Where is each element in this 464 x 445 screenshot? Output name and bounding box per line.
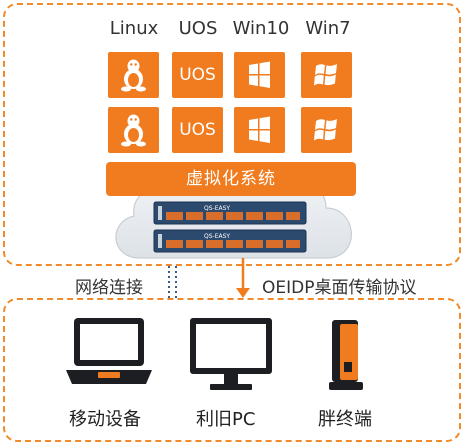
linux-tile: [108, 107, 159, 153]
os-label-uos: UOS: [178, 18, 218, 39]
win7-tile: [301, 52, 352, 98]
tux-icon: [121, 114, 146, 147]
windows10-icon: [249, 61, 270, 88]
device-label-legacy-pc: 利旧PC: [196, 409, 256, 430]
windows7-icon: [314, 119, 337, 141]
uos-tile: UOS: [172, 52, 223, 98]
thick-client-icon: [329, 320, 363, 390]
win10-tile: [234, 52, 285, 98]
server-brand-text: QS-EASY: [204, 233, 230, 240]
tux-icon: [121, 59, 146, 92]
windows7-icon: [314, 64, 337, 86]
win7-tile: [301, 107, 352, 153]
os-label-linux: Linux: [109, 18, 159, 39]
server-unit: [153, 201, 307, 225]
os-label-win7: Win7: [305, 18, 351, 39]
server-unit: [153, 229, 307, 253]
protocol-link-label: OEIDP桌面传输协议: [262, 278, 417, 298]
windows10-icon: [249, 116, 270, 143]
server-brand-text: QS-EASY: [204, 205, 230, 212]
laptop-icon: [66, 318, 152, 384]
network-link-label: 网络连接: [75, 278, 143, 298]
os-label-win10: Win10: [232, 18, 290, 39]
uos-tile-text: UOS: [179, 65, 216, 85]
virtualization-container: [3, 3, 461, 266]
desktop-monitor-icon: [190, 318, 272, 390]
linux-tile: [108, 52, 159, 98]
device-label-thick-client: 胖终端: [318, 409, 372, 430]
uos-tile-text: UOS: [179, 120, 216, 140]
uos-tile: UOS: [172, 107, 223, 153]
win10-tile: [234, 107, 285, 153]
virtualization-bar: 虚拟化系统: [106, 162, 356, 196]
device-label-mobile: 移动设备: [69, 409, 141, 430]
terminal-container: [3, 298, 461, 442]
